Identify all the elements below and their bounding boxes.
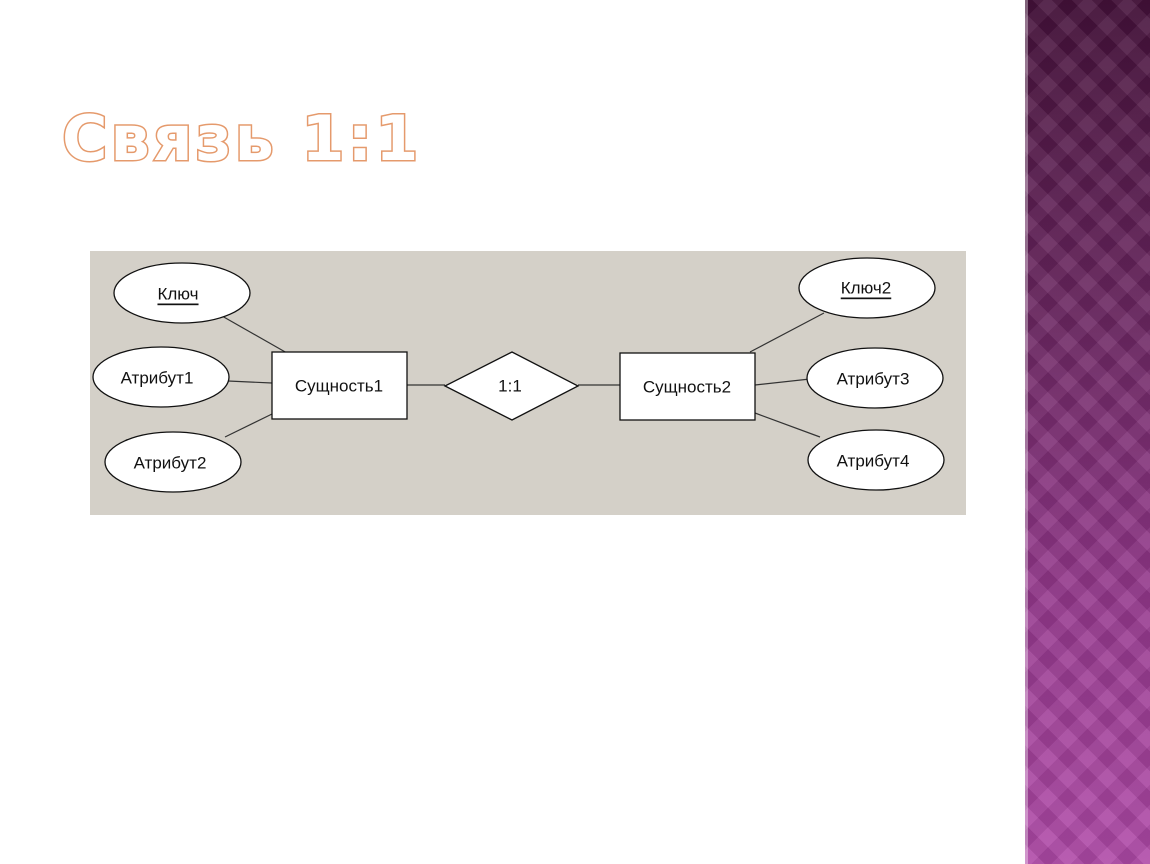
er-diagram: Ключ Атрибут1 Атрибут2 Сущность1 1:1 Сущ… bbox=[90, 251, 966, 515]
entity1-label: Сущность1 bbox=[295, 377, 383, 396]
relationship-diamond bbox=[443, 351, 580, 421]
edge-entity2-attr4 bbox=[754, 412, 821, 438]
attribute-ellipse-attr4 bbox=[807, 429, 945, 491]
attribute-ellipse-attr2 bbox=[104, 431, 242, 493]
edge-entity2-attr3 bbox=[754, 378, 811, 386]
edge-attr1-entity1 bbox=[227, 380, 273, 384]
edge-attr2-entity1 bbox=[224, 413, 273, 438]
decorative-side-band bbox=[1025, 0, 1150, 864]
attribute1-label: Атрибут1 bbox=[121, 369, 194, 388]
entity2-label: Сущность2 bbox=[643, 378, 731, 397]
attribute2-label: Атрибут2 bbox=[134, 454, 207, 473]
er-diagram-canvas: Ключ Атрибут1 Атрибут2 Сущность1 1:1 Сущ… bbox=[92, 257, 945, 493]
side-band-edge bbox=[1025, 0, 1028, 864]
entity-box-1 bbox=[271, 351, 408, 420]
attribute4-label: Атрибут4 bbox=[837, 452, 910, 471]
attribute-ellipse-attr3 bbox=[806, 347, 944, 409]
entity-box-2 bbox=[619, 352, 756, 421]
attribute-ellipse-attr1 bbox=[92, 346, 230, 408]
edge-key-entity1 bbox=[221, 315, 288, 354]
attribute3-label: Атрибут3 bbox=[837, 370, 910, 389]
edge-entity2-key2 bbox=[749, 312, 825, 353]
key-attribute-label: Ключ bbox=[157, 285, 198, 304]
key2-attribute-label: Ключ2 bbox=[841, 279, 892, 298]
attribute-ellipse-key2 bbox=[798, 257, 936, 319]
attribute-ellipse-key bbox=[113, 262, 251, 324]
slide-title: Связь 1:1 bbox=[60, 102, 422, 175]
relationship-label: 1:1 bbox=[498, 377, 522, 396]
